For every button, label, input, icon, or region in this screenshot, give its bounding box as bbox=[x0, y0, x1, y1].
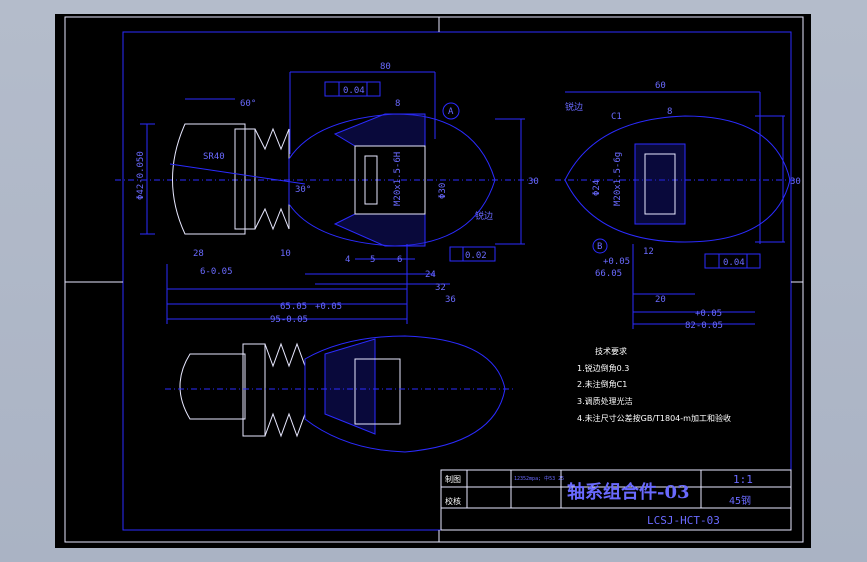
dim-28: 28 bbox=[193, 249, 204, 259]
tech-item-1: 1.锐边倒角0.3 bbox=[577, 363, 629, 373]
dim-10: 10 bbox=[280, 249, 291, 259]
note-right: 锐边 bbox=[565, 101, 583, 113]
drawing-canvas: 80 60° 30° SR40 Φ42-0.050 M20x1.5-6H Φ30… bbox=[64, 16, 804, 543]
dim-plus-005: +0.05 bbox=[603, 257, 630, 267]
dim-plus-005-c: +0.05 bbox=[315, 302, 342, 312]
dim-height-main: 30 bbox=[528, 177, 539, 187]
dim-82: 82-0.05 bbox=[685, 321, 723, 331]
title-block bbox=[440, 469, 792, 531]
dim-6: 6 bbox=[397, 255, 402, 265]
dimension-lines-main bbox=[140, 71, 525, 324]
tol-value-3: 0.04 bbox=[723, 258, 745, 268]
title-small-note: 12352mpa; 中53 25 bbox=[514, 475, 564, 482]
scale: 1:1 bbox=[733, 473, 753, 486]
leader-sr bbox=[169, 163, 306, 185]
dim-right-length: 60 bbox=[655, 81, 666, 91]
note-main: 锐边 bbox=[475, 210, 493, 222]
dim-dia-left: Φ42-0.050 bbox=[136, 151, 146, 200]
shaft-head bbox=[172, 123, 246, 235]
callout-b: B bbox=[597, 242, 602, 252]
dim-66-05: 66.05 bbox=[595, 269, 622, 279]
dim-c1: C1 bbox=[611, 112, 622, 122]
dim-12: 12 bbox=[643, 247, 654, 257]
inner-frame bbox=[122, 31, 792, 531]
main-section-view bbox=[115, 113, 535, 247]
thread-relief bbox=[364, 155, 378, 205]
dim-top-length: 80 bbox=[380, 62, 391, 72]
outer-frame bbox=[64, 16, 804, 543]
tol-value-2: 0.02 bbox=[465, 251, 487, 261]
tech-item-3: 3.调质处理光洁 bbox=[577, 396, 633, 406]
dim-phi24: Φ24 bbox=[592, 180, 602, 196]
dim-65: 65.05 bbox=[280, 302, 307, 312]
internal-bore bbox=[354, 145, 426, 215]
dim-6-005: 6-0.05 bbox=[200, 267, 233, 277]
hatch-top bbox=[333, 113, 426, 147]
dim-8-top: 8 bbox=[395, 99, 400, 109]
dim-plus-005-b: +0.05 bbox=[695, 309, 722, 319]
tol-value-1: 0.04 bbox=[343, 86, 365, 96]
title-row2-label: 校核 bbox=[445, 496, 461, 506]
dim-4: 4 bbox=[345, 255, 350, 265]
dim-5: 5 bbox=[370, 255, 375, 265]
dim-sr: SR40 bbox=[203, 152, 225, 162]
tech-heading: 技术要求 bbox=[595, 346, 627, 356]
material: 45钢 bbox=[729, 494, 751, 507]
cad-viewport[interactable]: 80 60° 30° SR40 Φ42-0.050 M20x1.5-6H Φ30… bbox=[55, 14, 811, 548]
dim-angle-30: 30° bbox=[295, 185, 311, 195]
dim-24: 24 bbox=[425, 270, 436, 280]
hatch-bottom bbox=[333, 213, 426, 247]
groove-pair bbox=[254, 127, 290, 231]
title-row1-label: 制图 bbox=[445, 474, 461, 484]
dim-angle-60: 60° bbox=[240, 99, 256, 109]
lower-view bbox=[165, 335, 515, 453]
part-name: 轴系组合件-03 bbox=[567, 481, 690, 503]
drawing-number: LCSJ-HCT-03 bbox=[647, 514, 720, 527]
tech-item-2: 2.未注倒角C1 bbox=[577, 379, 627, 389]
callout-a: A bbox=[448, 107, 454, 117]
dim-thread-main: M20x1.5-6H bbox=[393, 152, 403, 206]
dim-height-right: 30 bbox=[790, 177, 801, 187]
dim-phi30: Φ30 bbox=[438, 183, 448, 199]
dim-8-right: 8 bbox=[667, 107, 672, 117]
dim-20: 20 bbox=[655, 295, 666, 305]
ellipsoid-body bbox=[288, 113, 496, 247]
dim-95: 95-0.05 bbox=[270, 315, 308, 325]
tolerance-frames bbox=[324, 81, 761, 269]
tech-item-4: 4.未注尺寸公差按GB/T1804-m加工和验收 bbox=[577, 413, 731, 423]
dim-32: 32 bbox=[435, 283, 446, 293]
right-section-view bbox=[555, 91, 795, 329]
dim-36: 36 bbox=[445, 295, 456, 305]
tech-requirements: 技术要求 1.锐边倒角0.3 2.未注倒角C1 3.调质处理光洁 4.未注尺寸公… bbox=[577, 346, 731, 423]
dim-thread-right: M20x1.5-6g bbox=[613, 152, 623, 206]
